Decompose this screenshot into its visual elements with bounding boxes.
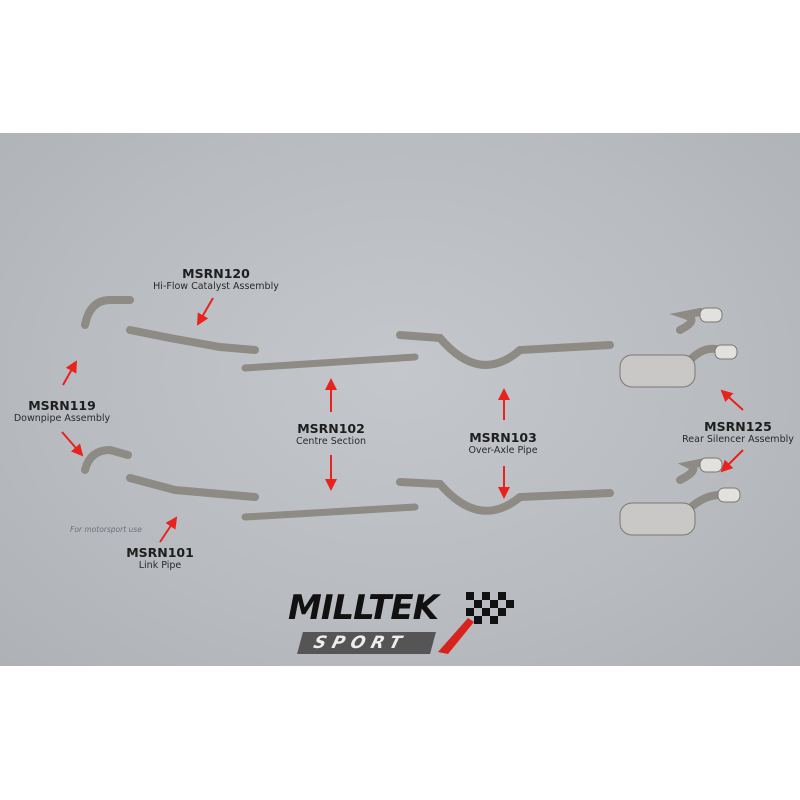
part-description: Hi-Flow Catalyst Assembly <box>153 281 279 292</box>
part-description: Downpipe Assembly <box>13 413 111 424</box>
downpipe-bottom <box>81 445 132 474</box>
over-axle-top <box>396 331 614 369</box>
part-code: MSRN120 <box>182 266 250 281</box>
tailpipe <box>717 487 741 503</box>
part-description: Rear Silencer Assembly <box>682 434 794 445</box>
label-msrn125: MSRN125 Rear Silencer Assembly <box>682 419 794 445</box>
arrow-msrn125-down <box>720 449 744 473</box>
arrow-msrn125-up <box>720 389 744 411</box>
milltek-logo: MILLTEK SPORT <box>288 588 528 660</box>
part-code: MSRN101 <box>126 545 194 560</box>
logo-sub-text: SPORT <box>297 632 437 654</box>
tailpipe <box>699 457 723 473</box>
label-msrn102: MSRN102 Centre Section <box>296 421 366 447</box>
silencer-bottom <box>619 502 696 536</box>
centre-section-bottom <box>241 503 419 521</box>
catalyst-top <box>126 326 259 354</box>
tailpipe <box>699 307 723 323</box>
part-code: MSRN103 <box>469 430 537 445</box>
part-code: MSRN102 <box>297 421 365 436</box>
part-code: MSRN125 <box>704 419 772 434</box>
label-msrn101: MSRN101 Link Pipe <box>126 545 194 571</box>
over-axle-bottom <box>396 478 614 515</box>
silencer-top <box>619 354 696 388</box>
part-description: Centre Section <box>295 436 367 447</box>
arrow-msrn101 <box>159 516 178 543</box>
label-msrn119: MSRN119 Downpipe Assembly <box>14 398 110 424</box>
part-description: Over-Axle Pipe <box>468 445 538 456</box>
centre-section-top <box>241 353 419 372</box>
logo-red-swoosh <box>438 618 474 654</box>
part-description: Link Pipe <box>138 560 182 571</box>
chequered-flag-icon <box>466 592 514 624</box>
logo-main-text: MILLTEK <box>288 588 439 628</box>
arrow-msrn119-up <box>62 360 77 386</box>
part-code: MSRN119 <box>28 398 96 413</box>
link-pipe-bottom <box>126 474 259 501</box>
tailpipe <box>714 344 738 360</box>
downpipe-top <box>81 296 134 329</box>
label-msrn103: MSRN103 Over-Axle Pipe <box>468 430 537 456</box>
label-msrn120: MSRN120 Hi-Flow Catalyst Assembly <box>153 266 279 292</box>
arrow-msrn120 <box>197 297 214 326</box>
motorsport-note: For motorsport use <box>70 525 142 534</box>
arrow-msrn119-down <box>61 431 84 457</box>
silencer-pipes-bottom <box>676 458 724 512</box>
photo-background <box>0 133 800 666</box>
